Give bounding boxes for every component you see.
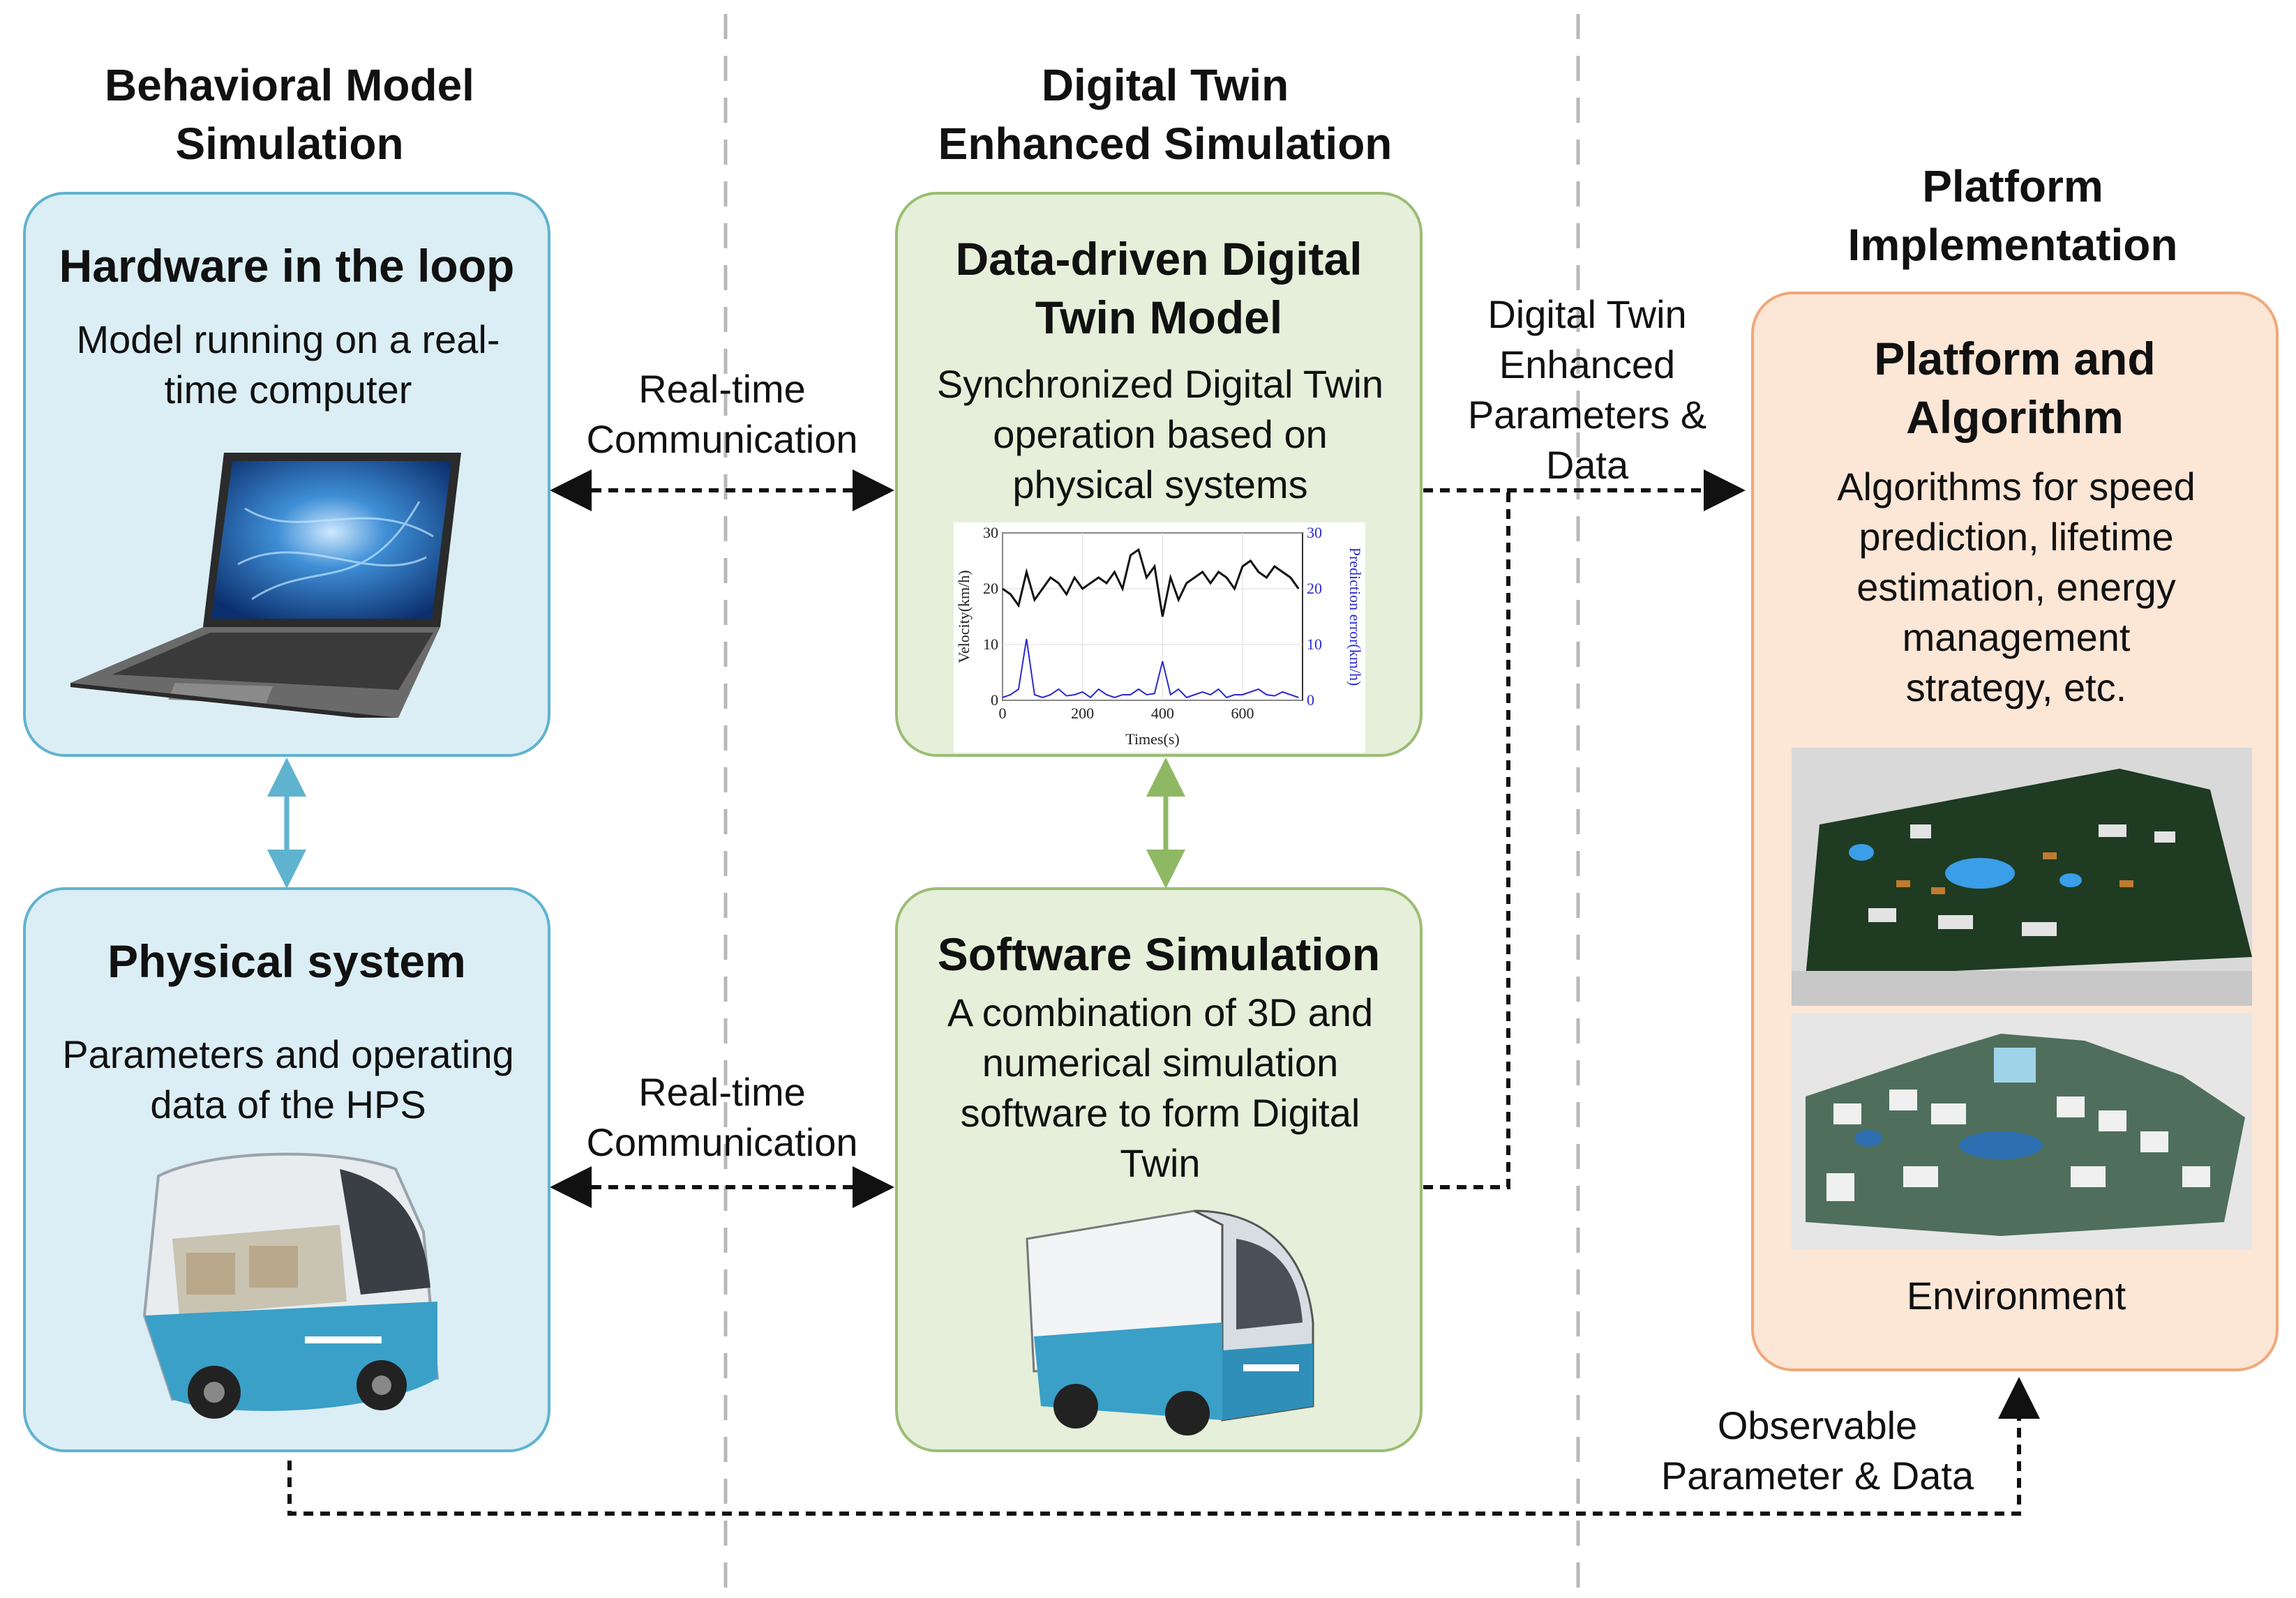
series-velocity-line xyxy=(1002,548,1300,617)
x-tick-label: 600 xyxy=(1231,704,1254,722)
plot-frame xyxy=(1002,532,1303,701)
y2-axis-label: Prediction error(km/h) xyxy=(1346,548,1364,686)
title-line: Platform and xyxy=(1874,333,2156,384)
label-line: Communication xyxy=(586,417,858,461)
box-description: Synchronized Digital Twin operation base… xyxy=(905,359,1416,510)
box-description: Model running on a real- time computer xyxy=(40,315,537,415)
label-line: Data xyxy=(1545,443,1629,487)
y2-tick-label: 20 xyxy=(1307,580,1322,597)
y-tick-label: 30 xyxy=(983,524,998,541)
hardware-in-the-loop-box: Hardware in the loop Model running on a … xyxy=(23,192,550,757)
box-description: A combination of 3D and numerical simula… xyxy=(905,988,1416,1189)
digital-twin-enhanced-parameters-label: Digital Twin Enhanced Parameters & Data xyxy=(1437,289,1737,490)
campus-3d-map-image xyxy=(1792,748,2252,1006)
3d-bus-model-icon xyxy=(1026,1209,1314,1435)
label-line: Real-time xyxy=(638,1070,806,1114)
title-line: Data-driven Digital xyxy=(955,233,1363,285)
desc-line: A combination of 3D and xyxy=(947,990,1374,1034)
x-axis-label: Times(s) xyxy=(1125,730,1179,748)
column-title-behavioral: Behavioral Model Simulation xyxy=(63,56,516,173)
label-line: Real-time xyxy=(638,367,806,411)
y2-tick-label: 0 xyxy=(1307,691,1314,709)
y2-tick-label: 10 xyxy=(1307,635,1322,653)
software-simulation-box: Software Simulation A combination of 3D … xyxy=(895,887,1423,1452)
label-line: Digital Twin xyxy=(1487,292,1687,336)
physical-system-box: Physical system Parameters and operating… xyxy=(23,887,550,1452)
desc-line: operation based on xyxy=(993,412,1328,456)
column-title-line: Digital Twin xyxy=(1041,60,1289,110)
axis-ticks: 0 10 20 30 0 10 20 30 0 200 400 600 xyxy=(983,524,1322,722)
column-title-line: Implementation xyxy=(1847,220,2178,270)
realtime-communication-bottom-label: Real-time Communication xyxy=(558,1067,886,1168)
desc-line: Algorithms for speed xyxy=(1837,465,2196,508)
label-line: Parameter & Data xyxy=(1660,1454,1974,1498)
software-to-platform-line xyxy=(1423,490,1510,1189)
column-title-line: Platform xyxy=(1922,161,2103,211)
environment-label: Environment xyxy=(1906,1274,2126,1318)
desc-line: prediction, lifetime xyxy=(1859,515,2174,559)
series-prediction-error-line xyxy=(1002,638,1299,699)
y-tick-label: 10 xyxy=(983,635,998,653)
desc-line: data of the HPS xyxy=(150,1083,426,1126)
label-line: Enhanced xyxy=(1499,342,1676,386)
title-line: Twin Model xyxy=(1035,292,1283,343)
column-title-line: Simulation xyxy=(175,119,404,169)
box-description: Algorithms for speed prediction, lifetim… xyxy=(1761,462,2272,713)
label-line: Parameters & xyxy=(1467,393,1707,437)
box-title: Software Simulation xyxy=(937,928,1381,980)
column-title-platform: Platform Implementation xyxy=(1786,157,2239,274)
x-tick-label: 0 xyxy=(999,704,1007,722)
y2-tick-label: 30 xyxy=(1307,524,1322,541)
desc-line: physical systems xyxy=(1012,462,1308,506)
desc-line: software to form Digital xyxy=(960,1091,1360,1135)
observable-arrow xyxy=(287,1377,2040,1516)
desc-line: Parameters and operating xyxy=(62,1032,514,1076)
box-title: Platform and Algorithm xyxy=(1754,329,2276,446)
label-line: Observable xyxy=(1717,1403,1918,1447)
desc-line: Synchronized Digital Twin xyxy=(936,362,1384,406)
x-tick-label: 200 xyxy=(1071,704,1094,722)
shuttle-bus-photo-icon xyxy=(142,1152,440,1419)
box-title: Hardware in the loop xyxy=(59,240,515,292)
desc-line: strategy, etc. xyxy=(1905,665,2127,709)
box-description: Parameters and operating data of the HPS xyxy=(40,1030,537,1130)
y-axis-label: Velocity(km/h) xyxy=(955,570,973,663)
column-title-line: Behavioral Model xyxy=(105,60,474,110)
box-title: Data-driven Digital Twin Model xyxy=(898,229,1420,347)
data-driven-digital-twin-box: Data-driven Digital Twin Model Synchroni… xyxy=(895,192,1423,757)
desc-line: Twin xyxy=(1120,1141,1201,1185)
platform-and-algorithm-box: Platform and Algorithm Algorithms for sp… xyxy=(1751,292,2279,1371)
desc-line: estimation, energy xyxy=(1856,565,2176,609)
column-title-digital-twin: Digital Twin Enhanced Simulation xyxy=(900,56,1430,173)
realtime-communication-top-label: Real-time Communication xyxy=(558,364,886,465)
column-title-line: Enhanced Simulation xyxy=(938,119,1393,169)
desc-line: Model running on a real- xyxy=(76,317,500,361)
desc-line: management xyxy=(1902,615,2131,659)
box-title: Physical system xyxy=(107,935,466,987)
laptop-icon xyxy=(70,453,461,718)
label-line: Communication xyxy=(586,1120,858,1164)
x-tick-label: 400 xyxy=(1151,704,1174,722)
campus-aerial-map-image xyxy=(1792,1013,2252,1250)
title-line: Algorithm xyxy=(1906,391,2124,443)
y-tick-label: 20 xyxy=(983,580,998,597)
velocity-prediction-chart: 0 10 20 30 0 10 20 30 0 200 400 600 Times(s) Veloci… xyxy=(954,522,1365,753)
desc-line: numerical simulation xyxy=(982,1041,1339,1085)
observable-parameter-data-label: Observable Parameter & Data xyxy=(1633,1401,2002,1501)
y-tick-label: 0 xyxy=(991,691,998,709)
desc-line: time computer xyxy=(164,368,412,412)
